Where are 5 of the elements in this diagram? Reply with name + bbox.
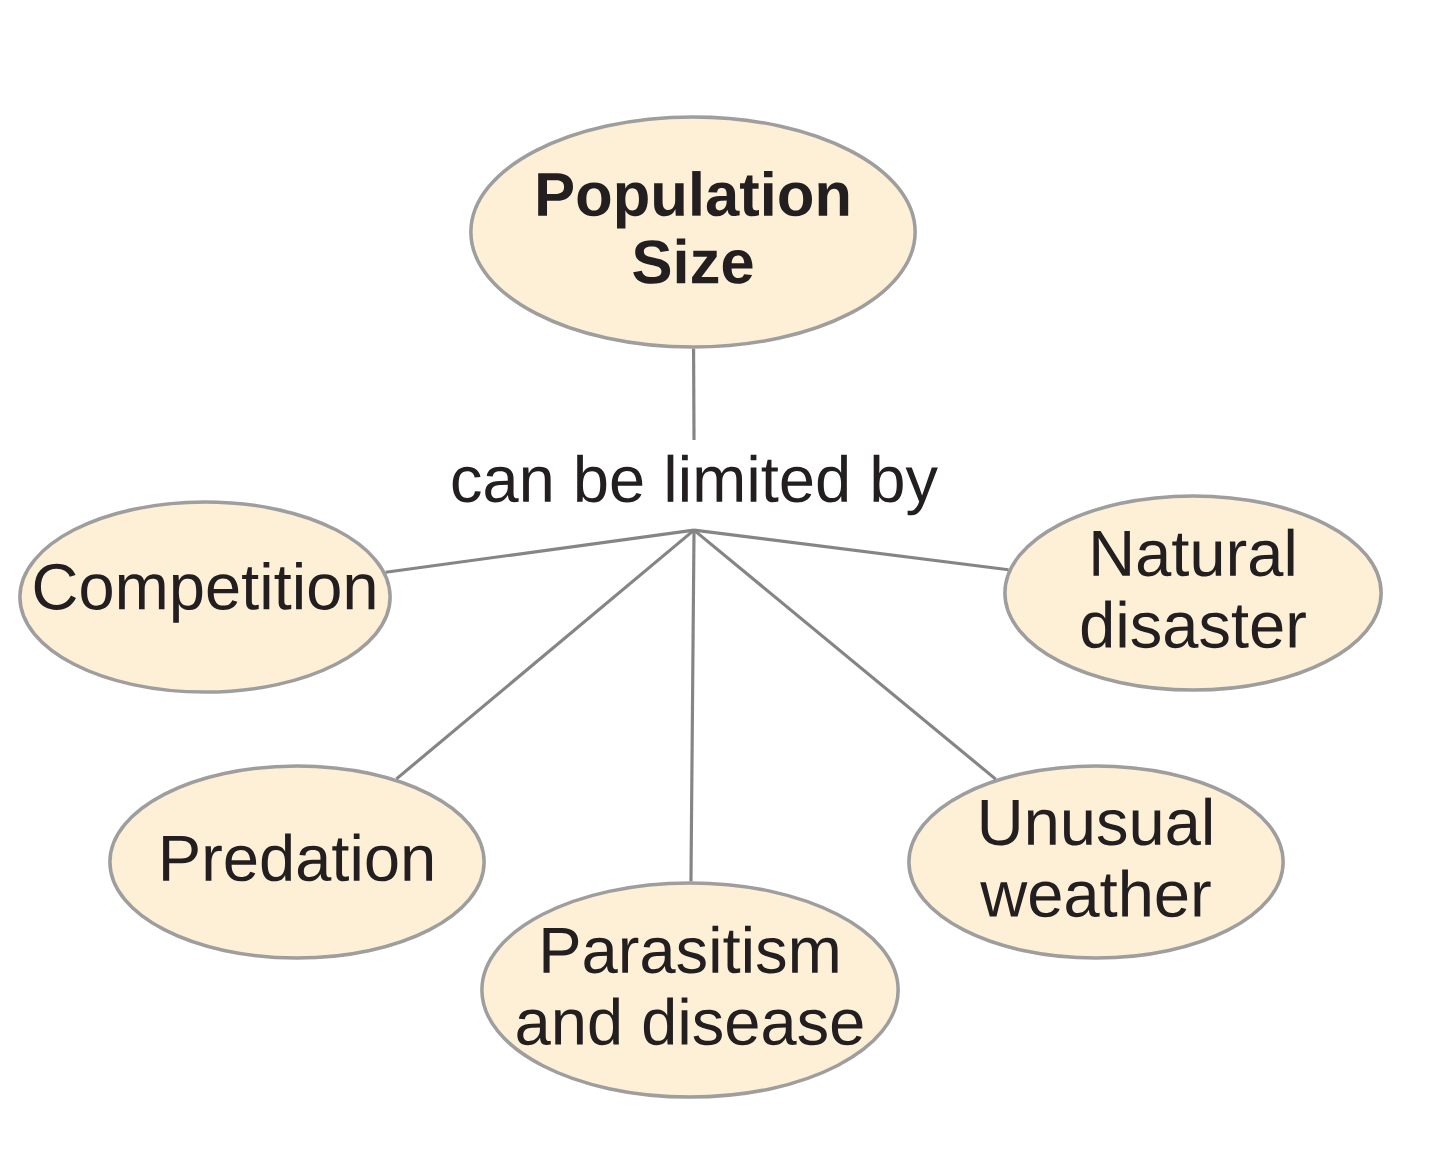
connector-line [385,528,695,574]
connector-line [693,528,1009,572]
linking-phrase: can be limited by [452,454,938,516]
connector-line [689,530,696,882]
connector-line [692,348,696,440]
